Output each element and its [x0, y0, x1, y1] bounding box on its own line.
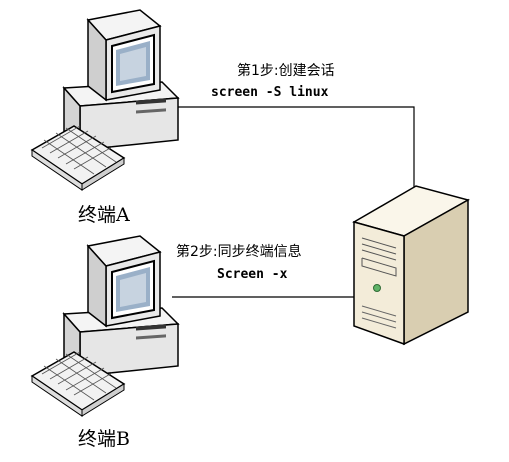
step2-label: 第2步:同步终端信息	[176, 244, 302, 260]
desktop-computer-icon	[31, 235, 179, 417]
server-tower-icon	[352, 185, 470, 346]
step1-command: screen -S linux	[211, 85, 329, 100]
connection-lines	[172, 106, 415, 298]
status-led	[373, 284, 381, 292]
terminal-a-computer	[31, 9, 179, 191]
terminal-b-label: 终端B	[78, 428, 130, 450]
line-a-to-server	[172, 106, 415, 195]
step2-command: Screen -x	[217, 267, 288, 282]
desktop-computer-icon	[31, 9, 179, 191]
step1-label: 第1步:创建会话	[237, 63, 335, 79]
terminal-a-label: 终端A	[78, 204, 130, 226]
terminal-b-computer	[31, 235, 179, 417]
